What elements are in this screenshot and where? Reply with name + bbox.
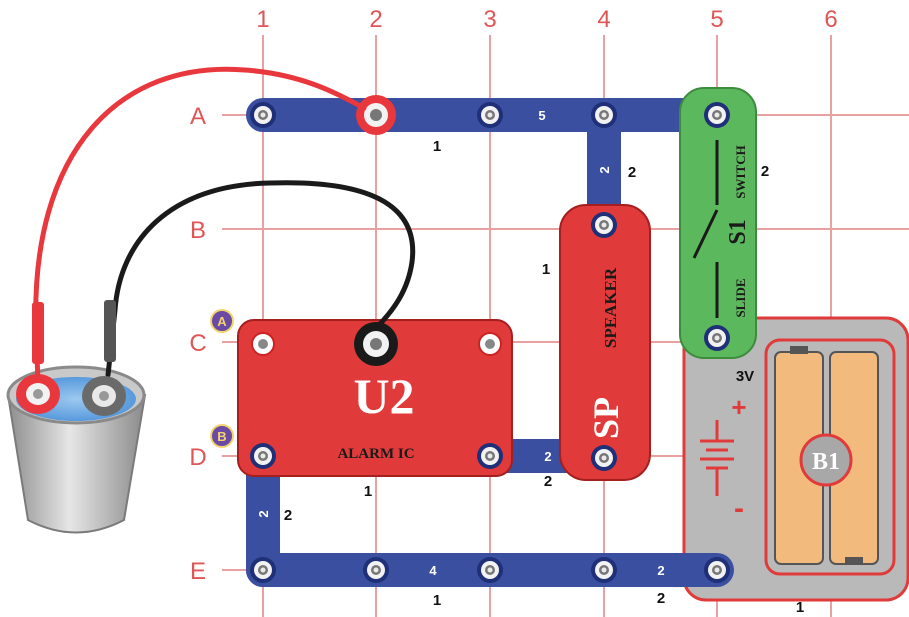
slide-switch-s1[interactable]: S1 SLIDE SWITCH	[679, 87, 757, 359]
row-label: E	[190, 558, 206, 585]
row-label: A	[190, 103, 206, 130]
part-number: 2	[657, 590, 665, 607]
column-label: 1	[256, 6, 269, 33]
marker-b: B	[210, 424, 234, 448]
row-label: D	[189, 444, 206, 471]
svg-text:B: B	[217, 429, 226, 444]
part-number: 1	[433, 592, 441, 609]
snap-d1	[250, 443, 276, 469]
part-number: 2	[544, 473, 552, 490]
snap-a1	[250, 102, 276, 128]
switch-id: S1	[725, 219, 751, 244]
speaker-name: SPEAKER	[601, 267, 620, 348]
battery-id: B1	[812, 449, 840, 475]
snap-d3	[477, 443, 503, 469]
column-label: 6	[824, 6, 837, 33]
column-label: 5	[710, 6, 723, 33]
part-number: 2	[761, 163, 769, 180]
snap-a4	[591, 102, 617, 128]
battery-holder-b1[interactable]: B1 3V + -	[682, 316, 909, 602]
battery-badge	[799, 433, 853, 487]
battery-minus: -	[734, 492, 744, 525]
wire-label: 4	[429, 563, 437, 578]
black-jumper-lead[interactable]	[82, 180, 416, 416]
wire-label: 2	[657, 563, 664, 578]
snap-a5	[704, 102, 730, 128]
wire-label: 2	[597, 166, 612, 173]
column-label: 2	[369, 6, 382, 33]
snap-e3	[477, 557, 503, 583]
alarm-ic-u2[interactable]: U2 ALARM IC	[237, 319, 513, 477]
part-number: 1	[364, 483, 372, 500]
marker-a: A	[210, 309, 234, 333]
wire-label: 2	[256, 510, 271, 517]
switch-name-left: SLIDE	[733, 278, 748, 317]
snap-b4	[591, 212, 617, 238]
red-jumper-lead[interactable]	[16, 66, 367, 414]
snap-a3	[477, 102, 503, 128]
snap-e5	[704, 557, 730, 583]
snap-e2	[363, 557, 389, 583]
speaker-sp[interactable]: SP SPEAKER	[559, 204, 651, 481]
switch-name-right: SWITCH	[733, 145, 748, 198]
red-lead-snap-a2[interactable]	[356, 95, 396, 135]
u2-stud-right	[478, 332, 502, 356]
alarm-ic-name: ALARM IC	[337, 446, 414, 462]
speaker-id: SP	[586, 397, 626, 439]
part-number: 2	[628, 164, 636, 181]
u2-stud-left	[251, 332, 275, 356]
part-number: 1	[796, 599, 804, 616]
battery-voltage: 3V	[736, 368, 754, 385]
battery-symbol	[700, 420, 734, 496]
row-label: B	[190, 217, 206, 244]
black-lead-snap-c2[interactable]	[354, 322, 398, 366]
svg-text:A: A	[217, 314, 227, 329]
wire-label: 5	[538, 108, 545, 123]
snap-c5	[704, 325, 730, 351]
part-number: 2	[284, 507, 292, 524]
column-label: 4	[597, 6, 610, 33]
row-label: C	[189, 330, 206, 357]
part-number: 1	[542, 261, 550, 278]
snap-e4	[591, 557, 617, 583]
alarm-ic-id: U2	[353, 368, 414, 424]
snap-e1	[250, 557, 276, 583]
column-label: 3	[483, 6, 496, 33]
battery-plus: +	[731, 392, 746, 422]
part-number: 1	[433, 138, 441, 155]
snap-d4	[591, 445, 617, 471]
wire-label: 2	[544, 449, 551, 464]
